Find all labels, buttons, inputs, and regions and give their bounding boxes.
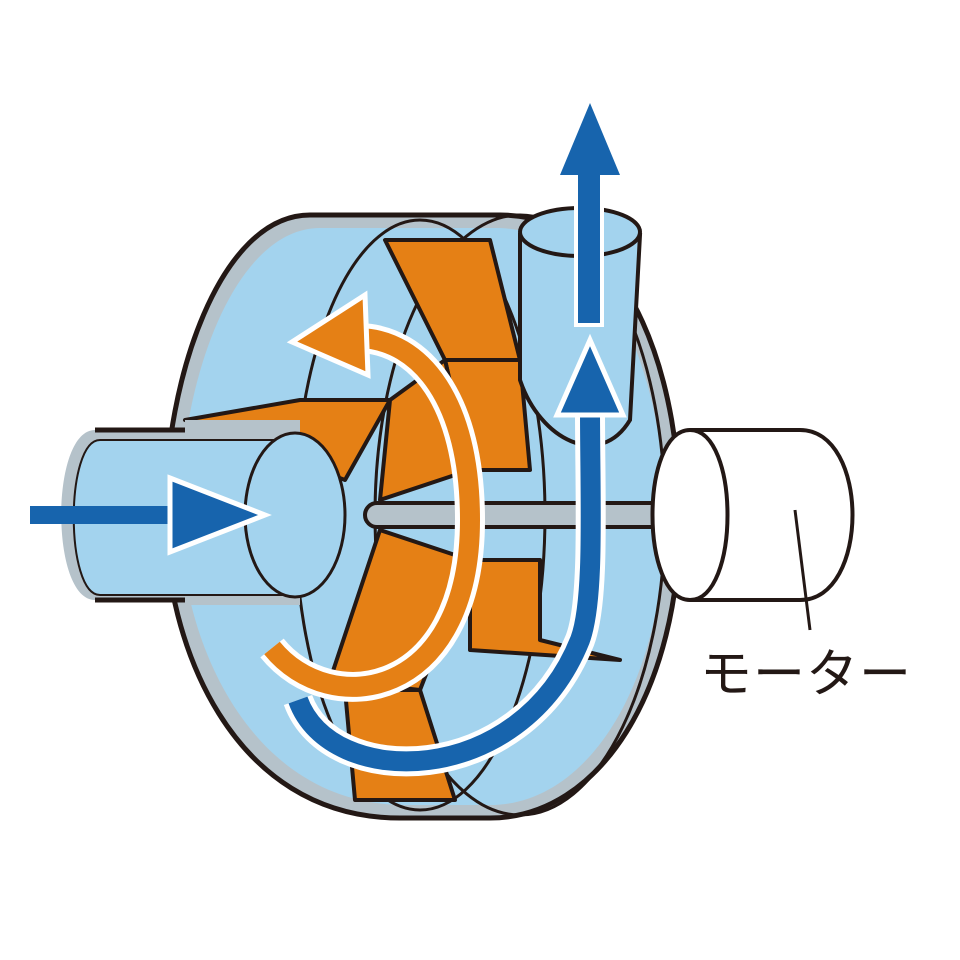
- internal-flow-arrow: [283, 333, 627, 777]
- rotation-arrow: [260, 290, 486, 702]
- motor-label: モーター: [700, 645, 913, 705]
- outlet-flow-arrow: [560, 103, 620, 327]
- motor: [650, 428, 855, 631]
- inlet-pipe: [61, 420, 347, 605]
- inlet-flow-arrow: [30, 474, 272, 556]
